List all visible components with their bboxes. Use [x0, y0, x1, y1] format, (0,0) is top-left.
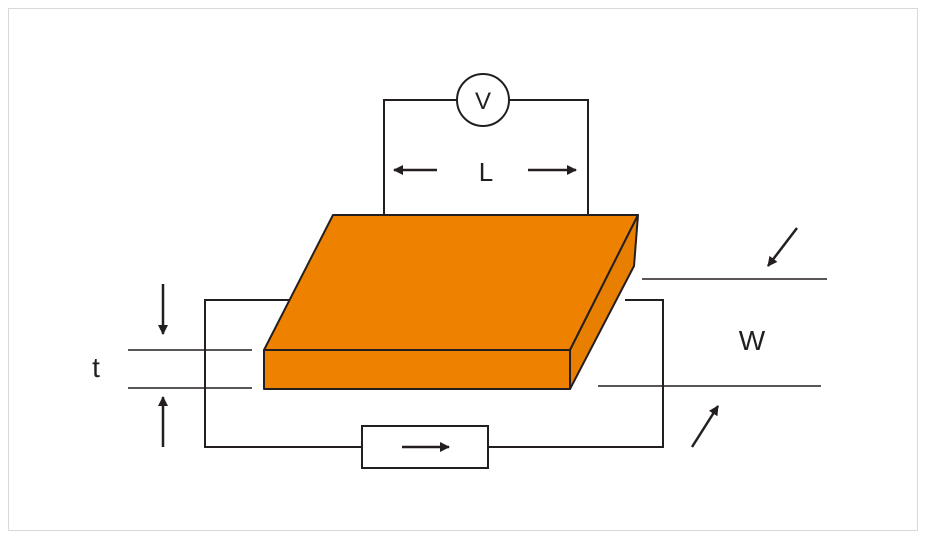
width-arrow-up — [690, 405, 720, 448]
sample-slab — [263, 214, 639, 390]
voltmeter-wire-right — [509, 99, 589, 215]
length-dimension: L — [393, 157, 577, 187]
width-arrow-down — [767, 227, 798, 267]
sample-front-face — [263, 349, 571, 390]
current-circuit — [204, 299, 664, 448]
width-dimension: W — [598, 227, 827, 448]
thickness-dimension: t — [92, 284, 252, 447]
thickness-label: t — [92, 352, 100, 383]
voltmeter-circuit — [383, 99, 589, 215]
width-label: W — [739, 325, 766, 356]
voltmeter-label: V — [475, 88, 491, 115]
length-label: L — [479, 157, 493, 187]
voltmeter-circle — [456, 73, 510, 127]
voltmeter-wire-left — [383, 99, 457, 215]
current-wire-left — [204, 299, 362, 448]
current-wire-right — [488, 299, 664, 448]
figure-frame — [8, 8, 918, 531]
